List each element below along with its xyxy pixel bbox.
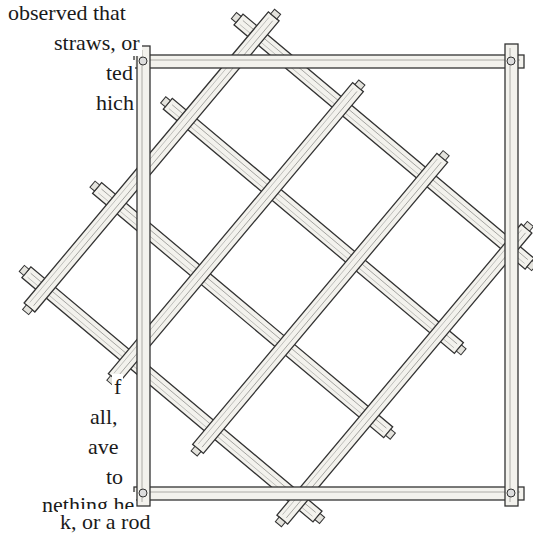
- text-fragment: to: [104, 464, 125, 490]
- text-fragment: all,: [88, 404, 120, 430]
- text-fragment: ave: [86, 434, 121, 460]
- text-fragment: f: [112, 374, 123, 400]
- text-fragment: k, or a rod: [58, 509, 152, 535]
- text-fragment: ted: [104, 60, 135, 86]
- text-fragment: straws, or: [52, 30, 142, 56]
- text-fragment: hich: [94, 90, 136, 116]
- text-fragment: observed that: [6, 0, 128, 26]
